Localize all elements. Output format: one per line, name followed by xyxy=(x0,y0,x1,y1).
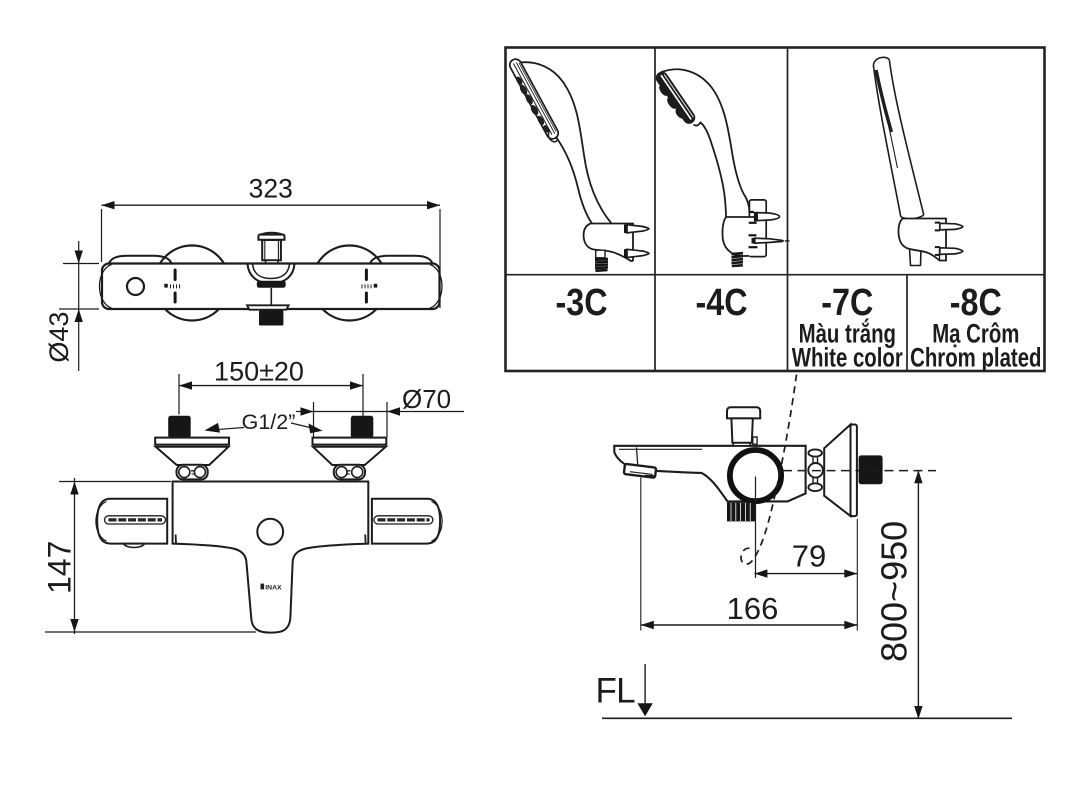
svg-text:FL: FL xyxy=(596,672,636,711)
svg-text:White color: White color xyxy=(792,344,903,373)
svg-text:79: 79 xyxy=(792,539,826,574)
svg-text:-3C: -3C xyxy=(555,282,607,324)
svg-text:Chrom plated: Chrom plated xyxy=(910,344,1041,373)
svg-text:166: 166 xyxy=(727,591,779,626)
svg-text:147: 147 xyxy=(42,541,78,594)
svg-text:-7C: -7C xyxy=(821,282,873,324)
svg-text:150±20: 150±20 xyxy=(214,357,304,387)
svg-text:-4C: -4C xyxy=(695,282,747,324)
svg-text:G1/2”: G1/2” xyxy=(242,410,296,434)
svg-text:INAX: INAX xyxy=(265,584,282,591)
svg-text:323: 323 xyxy=(249,174,293,204)
svg-text:-8C: -8C xyxy=(950,282,1002,324)
svg-text:Ø70: Ø70 xyxy=(402,384,451,414)
svg-text:Màu trắng: Màu trắng xyxy=(799,318,896,349)
svg-text:800~950: 800~950 xyxy=(874,521,915,662)
svg-text:Ø43: Ø43 xyxy=(44,312,74,363)
svg-text:Mạ Crôm: Mạ Crôm xyxy=(932,320,1019,349)
